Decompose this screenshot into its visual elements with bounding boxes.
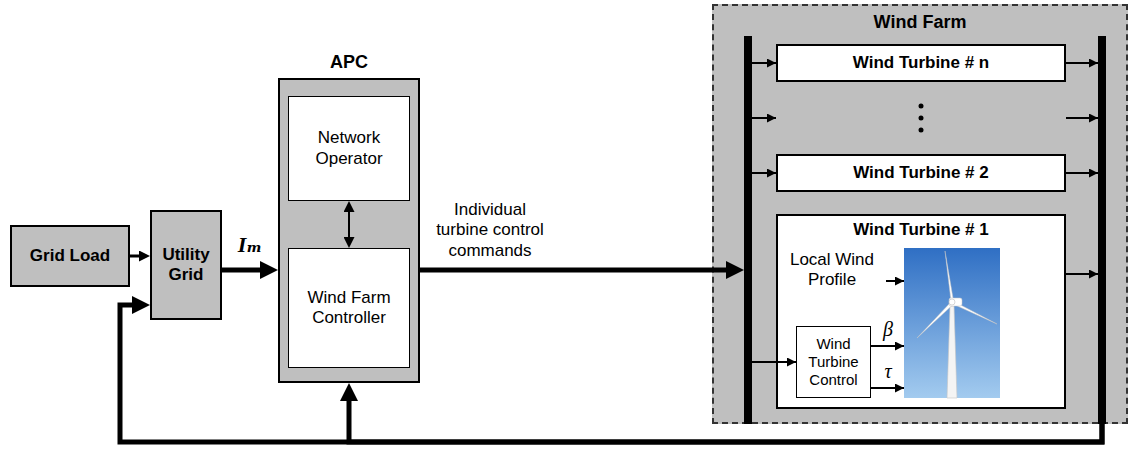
- turbine-box: Wind Turbine # n: [776, 44, 1066, 82]
- sky: [904, 248, 1000, 398]
- node-title: Wind Farm: [718, 12, 1122, 34]
- dot: [919, 116, 924, 121]
- feed-arrow: [752, 62, 776, 64]
- node-title: APC: [284, 52, 414, 74]
- feed-arrow: [752, 117, 776, 119]
- feed-arrow: [1066, 172, 1098, 174]
- edge-label-anchor: Individual turbine control commands: [429, 200, 551, 261]
- feed-arrow: [1066, 62, 1098, 64]
- flow-connector: [420, 268, 731, 273]
- node-title: Wind Turbine # 1: [782, 220, 1060, 240]
- operator-box: Network Operator: [288, 96, 410, 201]
- feed-arrow: [1066, 117, 1098, 119]
- node-title: Utility Grid: [156, 245, 216, 286]
- flow-connector: [130, 255, 142, 258]
- nacelle: [949, 298, 962, 306]
- turbine-box: Wind Turbine # 2: [776, 154, 1066, 192]
- node-title: Wind Turbine Control: [801, 335, 866, 389]
- label-anchor: Local Wind Profile: [782, 250, 882, 291]
- farm-controller-box: Wind Farm Controller: [288, 248, 410, 368]
- bus-bar: [1098, 36, 1106, 424]
- feed-arrows: [752, 63, 1098, 388]
- label-anchor: β: [878, 318, 898, 340]
- wind-arrow: [886, 280, 904, 282]
- signal-label: β: [878, 318, 898, 340]
- label-anchor: τ: [878, 360, 898, 382]
- controller-panel: APCNetwork OperatorWind Farm Controller: [278, 78, 420, 383]
- turbine-photo: [904, 248, 1000, 398]
- flow-connector: [222, 268, 265, 273]
- load-box: Grid Load: [10, 225, 130, 287]
- turbine-control-box: Wind Turbine Control: [796, 326, 871, 398]
- node-title: Wind Turbine # 2: [782, 163, 1060, 183]
- grid-box: Utility Grid: [150, 210, 222, 320]
- wind-farm-region: Wind FarmWind Turbine # n Wind Turbine # …: [712, 4, 1128, 424]
- node-title: Grid Load: [16, 246, 124, 266]
- bus-bar: [744, 36, 752, 424]
- blade: [945, 251, 954, 301]
- turbine-box: Wind Turbine # 1 Wind Turbine Control Loca…: [776, 214, 1066, 409]
- command-arrow: [752, 361, 796, 363]
- dot: [919, 104, 924, 109]
- ellipsis-dots: [919, 104, 924, 133]
- node-title: Network Operator: [293, 128, 405, 169]
- feed-arrow: [752, 172, 776, 174]
- blade: [917, 303, 953, 338]
- blade: [953, 301, 997, 324]
- hub: [949, 299, 955, 305]
- dot: [919, 128, 924, 133]
- feed-arrow: [1066, 273, 1098, 275]
- node-title: Wind Farm Controller: [293, 288, 405, 329]
- torque-arrow: [871, 387, 904, 389]
- input-label: Local Wind Profile: [782, 250, 882, 291]
- signal-label: τ: [878, 360, 898, 382]
- pitch-arrow: [871, 345, 904, 347]
- current-label: Iₘ: [222, 232, 278, 258]
- node-title: Wind Turbine # n: [782, 53, 1060, 73]
- edge-label-anchor: Iₘ: [222, 232, 278, 258]
- command-label: Individual turbine control commands: [429, 200, 551, 261]
- tower: [947, 306, 957, 398]
